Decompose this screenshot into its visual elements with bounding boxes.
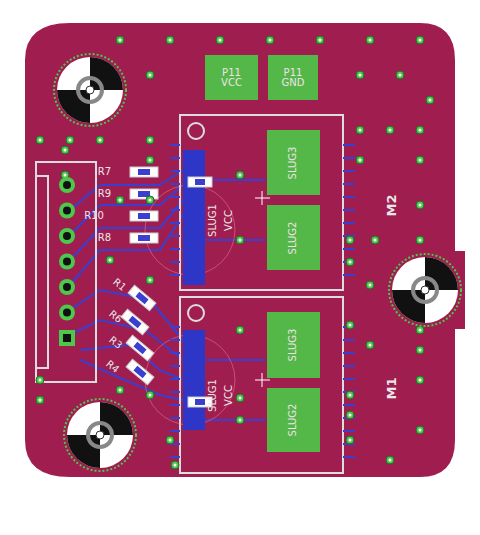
ic-outline [36, 115, 343, 473]
vias [36, 36, 434, 469]
pad-name: SLUG2 [288, 221, 298, 254]
origin-marks [12, 191, 278, 513]
motor-label: M2 [386, 194, 397, 216]
ic-pins [170, 145, 355, 457]
ref-des: R9 [98, 188, 111, 199]
pad-name: VCC [223, 385, 234, 406]
pad-name: SLUG3 [288, 329, 298, 362]
pad-name: SLUG1 [206, 204, 217, 237]
pad-label: GND [282, 78, 305, 88]
power-pad: P11VCC [205, 55, 258, 100]
slug-pad: SLUG3 [267, 130, 320, 195]
pad-label: VCC [221, 78, 242, 88]
pad-label: P11 [221, 68, 242, 78]
ref-des: R8 [98, 232, 111, 243]
power-pad: P11GND [268, 55, 318, 100]
slug-pad: SLUG3 [267, 312, 320, 378]
resistor-symbol [121, 167, 212, 407]
connector-pads [59, 177, 75, 346]
board-outline [24, 22, 466, 478]
slug-pad: SLUG2 [267, 388, 320, 452]
ref-des: R10 [84, 210, 104, 221]
pad-name: SLUG2 [288, 404, 298, 437]
slug-pad: SLUG2 [267, 205, 320, 270]
pad-name: VCC [223, 210, 234, 231]
mounting-holes [54, 54, 461, 471]
ref-des: R7 [98, 166, 111, 177]
pad-name: SLUG3 [288, 146, 298, 179]
motor-label: M1 [386, 377, 397, 399]
pad-label: P11 [282, 68, 305, 78]
pad-name: SLUG1 [206, 379, 217, 412]
